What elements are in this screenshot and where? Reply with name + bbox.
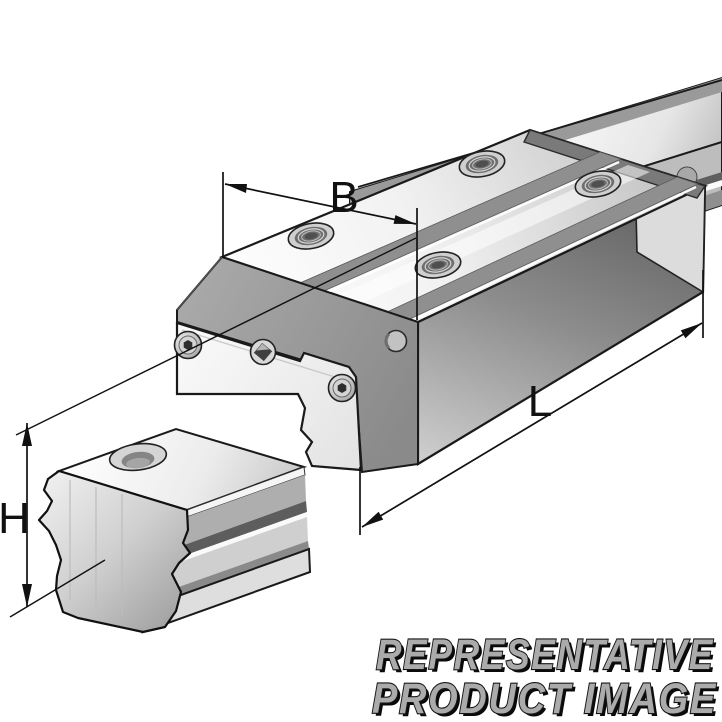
rail-counterbore-hole xyxy=(108,442,168,472)
dim-h-arrow-bottom xyxy=(22,584,32,607)
dim-label-b: B xyxy=(329,173,358,222)
rail-side-band-lower-dark xyxy=(153,541,309,605)
dim-h-ext-bottom xyxy=(9,559,106,618)
rail-front-segment xyxy=(37,427,312,634)
carriage-top-groove-2-highlight xyxy=(408,185,697,324)
dim-h-ext-top xyxy=(15,237,417,436)
threaded-hole-1 xyxy=(287,222,335,250)
watermark-line1: REPRESENTATIVE xyxy=(376,631,714,679)
carriage xyxy=(173,128,708,474)
watermark: REPRESENTATIVE REPRESENTATIVE PRODUCT IM… xyxy=(371,630,720,722)
dim-l-arrow-far xyxy=(680,323,702,339)
rail-side-band-mid xyxy=(156,517,308,595)
end-plate-lube-port xyxy=(249,338,277,366)
dim-l-arrow-near xyxy=(362,511,384,527)
body-lube-port-shade xyxy=(384,332,391,350)
watermark-line2-shadow: PRODUCT IMAGE xyxy=(375,678,720,722)
watermark-line1-shadow: REPRESENTATIVE xyxy=(379,634,717,682)
carriage-end-plate xyxy=(175,321,363,472)
rail-side-groove-dark xyxy=(169,501,307,561)
threaded-hole-2 xyxy=(458,150,506,178)
dim-h-arrow-top xyxy=(22,423,32,446)
end-plate-screw-bottom-right xyxy=(327,373,357,403)
dim-l-line xyxy=(361,322,703,528)
carriage-top-groove-1-highlight xyxy=(322,160,620,296)
dim-b-arrow-right xyxy=(393,215,416,224)
dim-label-h: H xyxy=(0,494,30,543)
rail-side-groove-highlight xyxy=(166,512,307,567)
rail-side-band-upper xyxy=(173,475,306,549)
body-lube-port-hole xyxy=(384,329,408,353)
dimension-annotations xyxy=(9,172,704,618)
dim-b-arrow-left xyxy=(225,184,247,193)
watermark-line2: PRODUCT IMAGE xyxy=(372,675,717,722)
dim-label-l: L xyxy=(528,377,552,426)
rail-profile-face xyxy=(37,469,192,634)
dim-b-line xyxy=(224,183,417,225)
threaded-hole-3 xyxy=(414,251,462,279)
end-plate-screw-top-left xyxy=(173,330,203,360)
carriage-body-band-edge xyxy=(176,256,223,311)
threaded-hole-4 xyxy=(574,170,622,198)
rail-profile-shading xyxy=(69,480,123,615)
carriage-top-sheen xyxy=(336,165,650,304)
